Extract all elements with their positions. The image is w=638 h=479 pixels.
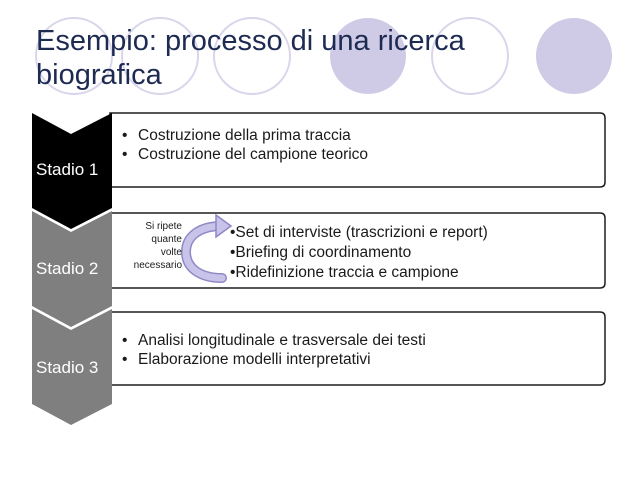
list-item: Costruzione del campione teorico	[122, 145, 368, 164]
stage-3-bullets: Analisi longitudinale e trasversale dei …	[122, 331, 426, 369]
repeat-note-line: Si ripete	[145, 221, 182, 232]
decor-circle	[536, 18, 612, 94]
stage-3-chevron	[32, 309, 112, 425]
repeat-note-line: necessario	[133, 260, 182, 271]
list-item: Analisi longitudinale e trasversale dei …	[122, 331, 426, 350]
decor-circle	[213, 17, 291, 95]
decor-circle	[121, 17, 199, 95]
stage-2-chevron	[32, 211, 112, 327]
stage-3-label: Stadio 3	[36, 358, 99, 377]
decor-circle	[330, 18, 406, 94]
list-item: Costruzione della prima traccia	[122, 126, 368, 145]
cycle-arrow-icon	[180, 213, 233, 283]
decorative-circles	[35, 17, 612, 95]
decor-circle	[35, 17, 113, 95]
repeat-note: Si ripete quante volte necessario	[110, 220, 182, 272]
stage-2-label: Stadio 2	[36, 259, 99, 278]
slide-title: Esempio: processo di una ricerca biograf…	[36, 24, 465, 92]
list-item: •Briefing di coordinamento	[230, 244, 412, 261]
stage-2-bullets: •Set di interviste (trascrizioni e repor…	[230, 223, 488, 283]
list-item: •Set di interviste (trascrizioni e repor…	[230, 224, 488, 241]
stage-1-chevron	[32, 113, 112, 229]
repeat-note-line: quante	[151, 234, 182, 245]
stage-1-bullets: Costruzione della prima traccia Costruzi…	[122, 126, 368, 164]
repeat-note-line: volte	[160, 247, 182, 258]
stage-2-box	[109, 212, 606, 289]
slide-title-line-2: biografica	[36, 59, 162, 91]
stage-1-label: Stadio 1	[36, 160, 99, 179]
list-item: Elaborazione modelli interpretativi	[122, 350, 426, 369]
slide-title-line-1: Esempio: processo di una ricerca	[36, 25, 465, 57]
decor-circle	[431, 17, 509, 95]
list-item: •Ridefinizione traccia e campione	[230, 264, 459, 281]
